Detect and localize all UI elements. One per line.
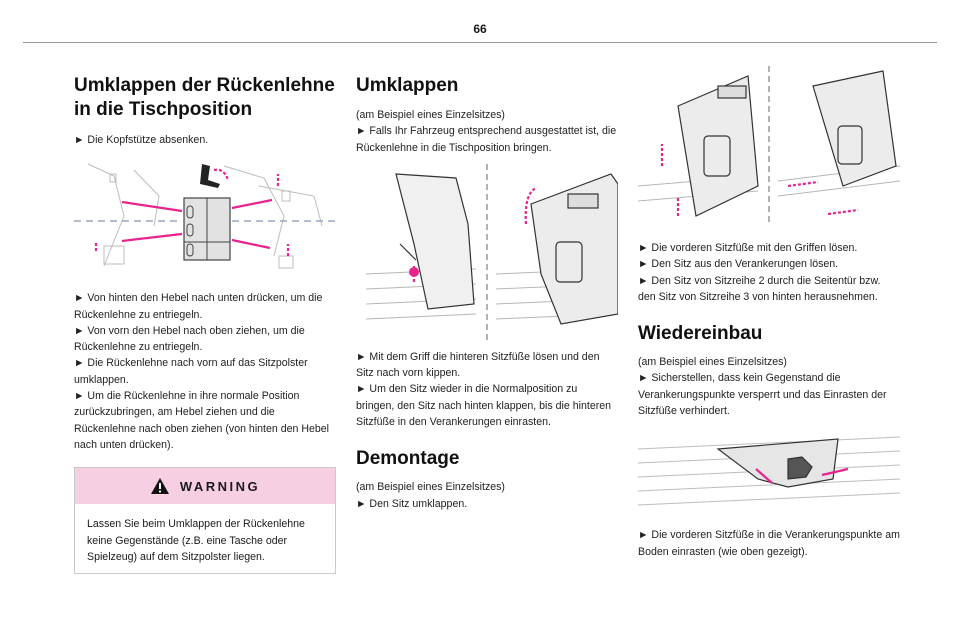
step-return-backrest: ► Um die Rückenlehne in ihre normale Pos… — [74, 390, 330, 451]
step-check-anchors: ► Sicherstellen, dass kein Gegenstand di… — [638, 372, 887, 418]
figure-anchor-latch — [638, 429, 900, 516]
step-lever-front: ► Von vorn den Hebel nach oben ziehen, u… — [74, 324, 305, 354]
warning-title: WARNING — [179, 478, 261, 494]
figure-seat-tilt — [356, 163, 618, 344]
step-latch-front-feet: ► Die vorderen Sitzfüße in die Verankeru… — [638, 529, 900, 558]
seat-front-right-icon — [812, 70, 897, 187]
section-title-fold: Umklappen — [356, 75, 459, 96]
step-return-seat: ► Um den Sitz wieder in die Normalpositi… — [356, 383, 612, 429]
seat-recline-icon — [200, 164, 220, 189]
section-title-table-position: Umklappen der Rückenlehne in die Tischpo… — [74, 75, 335, 120]
example-note-demontage: (am Beispiel eines Einzelsitzes) — [356, 481, 505, 494]
header-rule — [23, 42, 937, 43]
step-release-anchors: ► Den Sitz aus den Verankerungen lösen. — [638, 258, 839, 271]
warning-box: WARNING Lassen Sie beim Umklappen der Rü… — [74, 467, 336, 575]
step-lower-headrest: ► Die Kopfstütze absenken. — [74, 134, 209, 146]
warning-text: Lassen Sie beim Umklappen der Rückenlehn… — [87, 518, 305, 563]
step-release-front-feet: ► Die vorderen Sitzfüße mit den Griffen … — [638, 242, 858, 254]
seat-diagram-icon — [183, 197, 231, 261]
example-note-refit: (am Beispiel eines Einzelsitzes) — [638, 356, 787, 369]
section-title-demontage: Demontage — [356, 448, 460, 470]
step-lever-rear: ► Von hinten den Hebel nach unten drücke… — [74, 292, 323, 321]
column-remove-refit: ► Die vorderen Sitzfüße mit den Griffen … — [638, 66, 900, 560]
step-fold-seat: ► Den Sitz umklappen. — [356, 497, 468, 510]
step-fold-backrest: ► Die Rückenlehne nach vorn auf das Sitz… — [74, 357, 308, 386]
seat-foot-latch-icon — [716, 438, 839, 488]
seat-side-right-icon — [530, 173, 618, 325]
step-table-position: ► Falls Ihr Fahrzeug entsprechend ausges… — [356, 125, 617, 154]
step-release-rear-feet: ► Mit dem Griff die hinteren Sitzfüße lö… — [356, 350, 600, 380]
column-seat-table-position: Umklappen der Rückenlehne in die Tischpo… — [74, 70, 336, 575]
seat-front-left-icon — [677, 75, 759, 217]
example-note-fold: (am Beispiel eines Einzelsitzes) — [356, 109, 505, 121]
figure-front-feet — [638, 66, 900, 226]
step-remove-seat: ► Den Sitz von Sitzreihe 2 durch die Sei… — [638, 274, 881, 303]
section-title-wiedereinbau: Wiedereinbau — [638, 323, 763, 345]
warning-triangle-icon — [150, 478, 169, 495]
warning-header: WARNING — [75, 468, 335, 505]
figure-backrest-lever — [74, 156, 336, 282]
page-number: 66 — [473, 22, 487, 36]
seat-side-left-icon — [395, 173, 475, 310]
column-fold-seat: Umklappen (am Beispiel eines Einzelsitze… — [356, 70, 618, 512]
